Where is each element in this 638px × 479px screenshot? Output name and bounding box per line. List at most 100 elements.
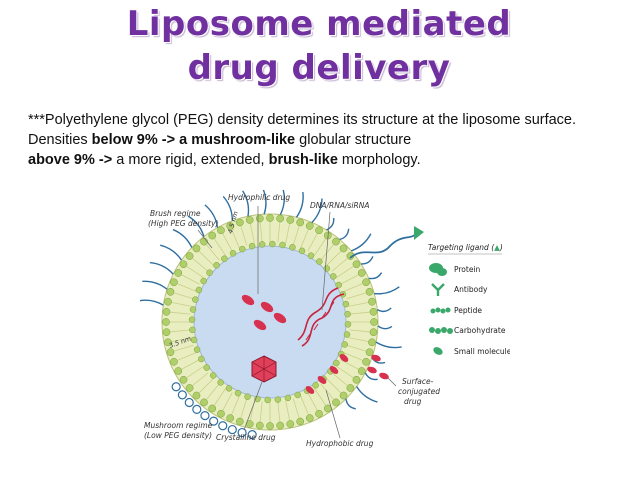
lipid-head (305, 222, 314, 230)
lipid-tail (285, 400, 290, 421)
lipid-head (365, 287, 374, 296)
lipid-tail (326, 378, 341, 393)
lipid-tail (336, 366, 354, 378)
lipid-tail (336, 266, 354, 278)
lipid-tail (192, 372, 209, 386)
lipid-head (343, 331, 351, 338)
peg-chain (222, 195, 234, 221)
lipid-tail (171, 337, 192, 342)
protein-icon (429, 263, 447, 276)
peg-chain (361, 256, 374, 265)
peg-mushroom-coil (177, 390, 187, 400)
lipid-head (284, 394, 292, 402)
hydrophilic-drug (260, 301, 274, 313)
lipid-tail (331, 372, 348, 386)
peg-chain (242, 190, 250, 217)
lipid-tail (231, 229, 240, 249)
lipid-head (255, 214, 264, 223)
lipid-tail (177, 352, 197, 361)
label-surface-3: drug (404, 397, 422, 406)
lipid-tail (307, 392, 318, 411)
lipid-head (368, 338, 376, 347)
peg-chain (364, 372, 378, 381)
carbohydrate-icon (429, 327, 453, 334)
lipid-head (315, 226, 323, 235)
peg-chain (149, 261, 174, 275)
lipid-head (362, 357, 370, 366)
lipid-head (352, 260, 361, 269)
antibody-icon (431, 283, 445, 296)
lipid-tail (214, 238, 226, 256)
lipid-head (315, 409, 323, 418)
lipid-tail (320, 244, 334, 261)
lipid-tail (349, 311, 370, 315)
peg-chain (339, 228, 350, 241)
lipid-head (193, 346, 201, 353)
lipid-head (200, 277, 207, 285)
targeting-ligand-arrow (349, 226, 424, 259)
label-mushroom-1: Mushroom regime (144, 421, 213, 430)
lipid-head (369, 307, 378, 316)
lipid-head (162, 307, 171, 316)
lipid-head (206, 269, 213, 276)
peg-chain (295, 192, 304, 218)
lipid-tail (340, 359, 359, 370)
liposome-diagram: Hydrophilic drug DNA/RNA/siRNA Brush reg… (140, 190, 510, 448)
peg-chain (345, 398, 356, 410)
crystalline-drug (251, 355, 277, 383)
lipid-head (342, 300, 350, 308)
lipid-tail (320, 383, 334, 400)
lipid-tail (199, 251, 214, 266)
lipid-tail (314, 238, 326, 256)
line2-prefix: Densities (28, 132, 92, 148)
label-hydrophilic: Hydrophilic drug (228, 193, 290, 202)
lipid-head (192, 296, 199, 303)
lipid-head (370, 318, 378, 326)
lipid-head (294, 391, 301, 399)
lipid-tail (222, 233, 233, 252)
lipid-tail (170, 329, 191, 333)
lipid-head (296, 218, 305, 227)
peg-mushroom-coil (218, 421, 228, 431)
lipid-head (357, 367, 366, 375)
lipid-head (369, 328, 378, 337)
peg-chain (377, 325, 393, 330)
lipid-tail (259, 222, 263, 243)
description-paragraph: ***Polyethylene glycol (PEG) density det… (28, 110, 618, 170)
lipid-tails (170, 222, 370, 422)
lipid-head (357, 269, 366, 277)
peg-mushroom-coil (227, 424, 237, 435)
lipid-head (316, 258, 323, 265)
lipid-head (341, 341, 348, 348)
legend-title: Targeting ligand (▲) (428, 243, 503, 252)
line2-suffix: globular structure (295, 132, 412, 148)
paragraph-line-1: ***Polyethylene glycol (PEG) density det… (28, 112, 577, 128)
peg-mushroom-coil (184, 397, 194, 408)
lipid-tail (240, 398, 248, 418)
peg-mushroom-coil (237, 427, 247, 438)
peg-chain (326, 217, 335, 231)
paragraph-line-3: above 9% -> a more rigid, extended, brus… (28, 150, 618, 170)
lipid-head (239, 245, 246, 253)
lipid-head (164, 338, 172, 347)
peg-mushroom-coil (209, 416, 219, 426)
lipid-head (286, 216, 295, 224)
lipid-head (312, 382, 319, 389)
lipid-tail (343, 283, 363, 292)
lipid-tail (181, 359, 200, 370)
lipid-head (323, 265, 331, 272)
title-line-1: Liposome mediated (126, 4, 512, 44)
lipid-tail (277, 222, 281, 243)
line2-bold: below 9% -> a mushroom-like (91, 132, 296, 148)
lipid-tail (177, 283, 197, 292)
lipid-tail (314, 388, 326, 406)
surface-conjugated-drug (367, 354, 389, 380)
line3-suffix: morphology. (337, 152, 421, 168)
lipid-head (195, 286, 203, 294)
lipid-head (162, 318, 170, 326)
label-hydrophobic: Hydrophobic drug (306, 439, 374, 448)
peg-mushroom-coil (247, 429, 257, 440)
lipid-head (229, 250, 237, 257)
lipid-head (276, 214, 285, 223)
hydrophilic-drug (253, 319, 267, 331)
